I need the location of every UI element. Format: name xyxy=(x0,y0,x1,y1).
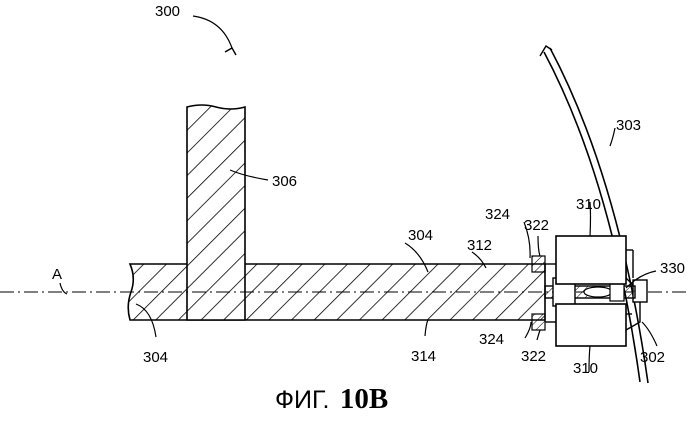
label-plate: 302 xyxy=(640,349,665,366)
label-shaft-left: 304 xyxy=(143,349,168,366)
label-block-top: 310 xyxy=(576,196,601,213)
nut-322-top xyxy=(532,256,556,272)
label-axis: A xyxy=(52,266,62,283)
nut-322-bottom xyxy=(532,314,556,330)
label-shaft-upper: 304 xyxy=(408,227,433,244)
label-nut-bottom: 322 xyxy=(521,348,546,365)
caption-prefix: ФИГ. xyxy=(275,386,329,414)
label-ring-top: 324 xyxy=(485,206,510,223)
label-block-bottom: 310 xyxy=(573,360,598,377)
label-surface-top: 312 xyxy=(467,237,492,254)
figure-caption: ФИГ. 10B xyxy=(275,383,388,415)
label-ring-bottom: 324 xyxy=(479,331,504,348)
label-assembly: 300 xyxy=(155,3,180,20)
caption-number: 10B xyxy=(340,383,388,415)
label-arc: 303 xyxy=(616,117,641,134)
label-post: 306 xyxy=(272,173,297,190)
post-306 xyxy=(187,105,245,320)
label-pin: 330 xyxy=(660,260,685,277)
block-310-bottom xyxy=(556,304,632,346)
label-nut-top: 322 xyxy=(524,217,549,234)
label-surface-bottom: 314 xyxy=(411,348,436,365)
block-310-top xyxy=(556,236,633,284)
